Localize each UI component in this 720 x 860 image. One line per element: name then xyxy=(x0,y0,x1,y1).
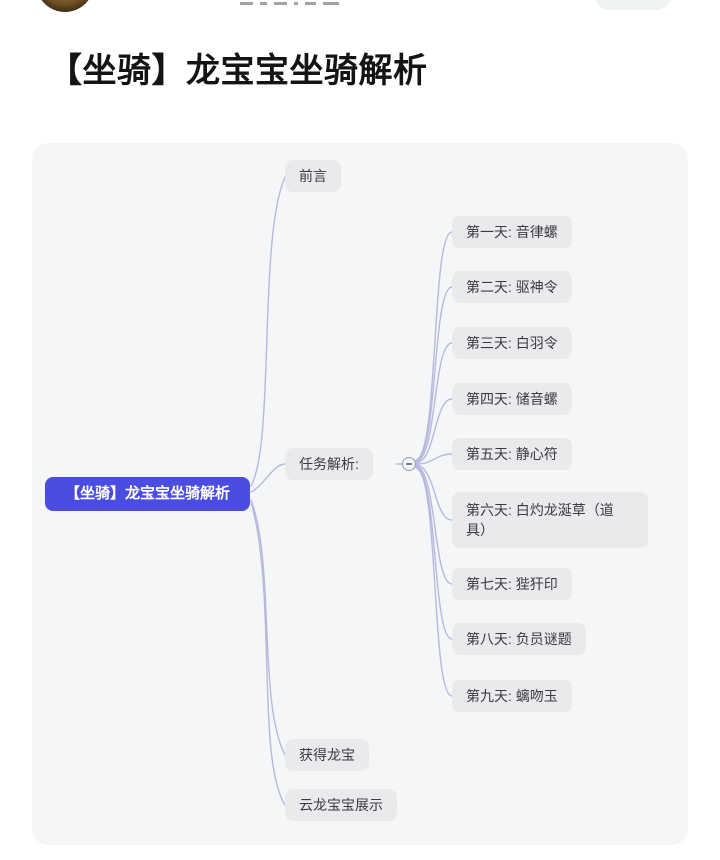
mindmap-node-day7[interactable]: 第七天: 狴犴印 xyxy=(452,568,572,600)
mindmap-node-preface[interactable]: 前言 xyxy=(285,160,341,192)
collapse-toggle[interactable] xyxy=(402,457,416,471)
mindmap-node-dragon-display[interactable]: 云龙宝宝展示 xyxy=(285,789,397,821)
mindmap-node-day2[interactable]: 第二天: 驱神令 xyxy=(452,271,572,303)
mindmap-node-day6[interactable]: 第六天: 白灼龙涎草（道具） xyxy=(452,492,648,548)
mindmap-node-day5[interactable]: 第五天: 静心符 xyxy=(452,438,572,470)
mindmap-canvas[interactable]: 【坐骑】龙宝宝坐骑解析 前言 任务解析: 获得龙宝 云龙宝宝展示 第一天: 音律… xyxy=(32,143,688,845)
mindmap-node-obtain-dragon[interactable]: 获得龙宝 xyxy=(285,739,369,771)
mindmap-node-day9[interactable]: 第九天: 螭吻玉 xyxy=(452,680,572,712)
mindmap-node-day3[interactable]: 第三天: 白羽令 xyxy=(452,327,572,359)
mindmap-edges xyxy=(250,176,453,806)
mindmap-node-day4[interactable]: 第四天: 储音螺 xyxy=(452,383,572,415)
mindmap-root-node[interactable]: 【坐骑】龙宝宝坐骑解析 xyxy=(45,477,250,511)
mindmap-node-day1[interactable]: 第一天: 音律螺 xyxy=(452,216,572,248)
mindmap-node-day8[interactable]: 第八天: 负员谜题 xyxy=(452,623,586,655)
clipped-meta-text xyxy=(240,0,350,5)
avatar[interactable] xyxy=(36,0,94,12)
minus-icon xyxy=(406,463,412,465)
follow-button[interactable] xyxy=(594,0,672,10)
article-title: 【坐骑】龙宝宝坐骑解析 xyxy=(48,52,428,90)
mindmap-node-task-analysis[interactable]: 任务解析: xyxy=(285,448,373,480)
